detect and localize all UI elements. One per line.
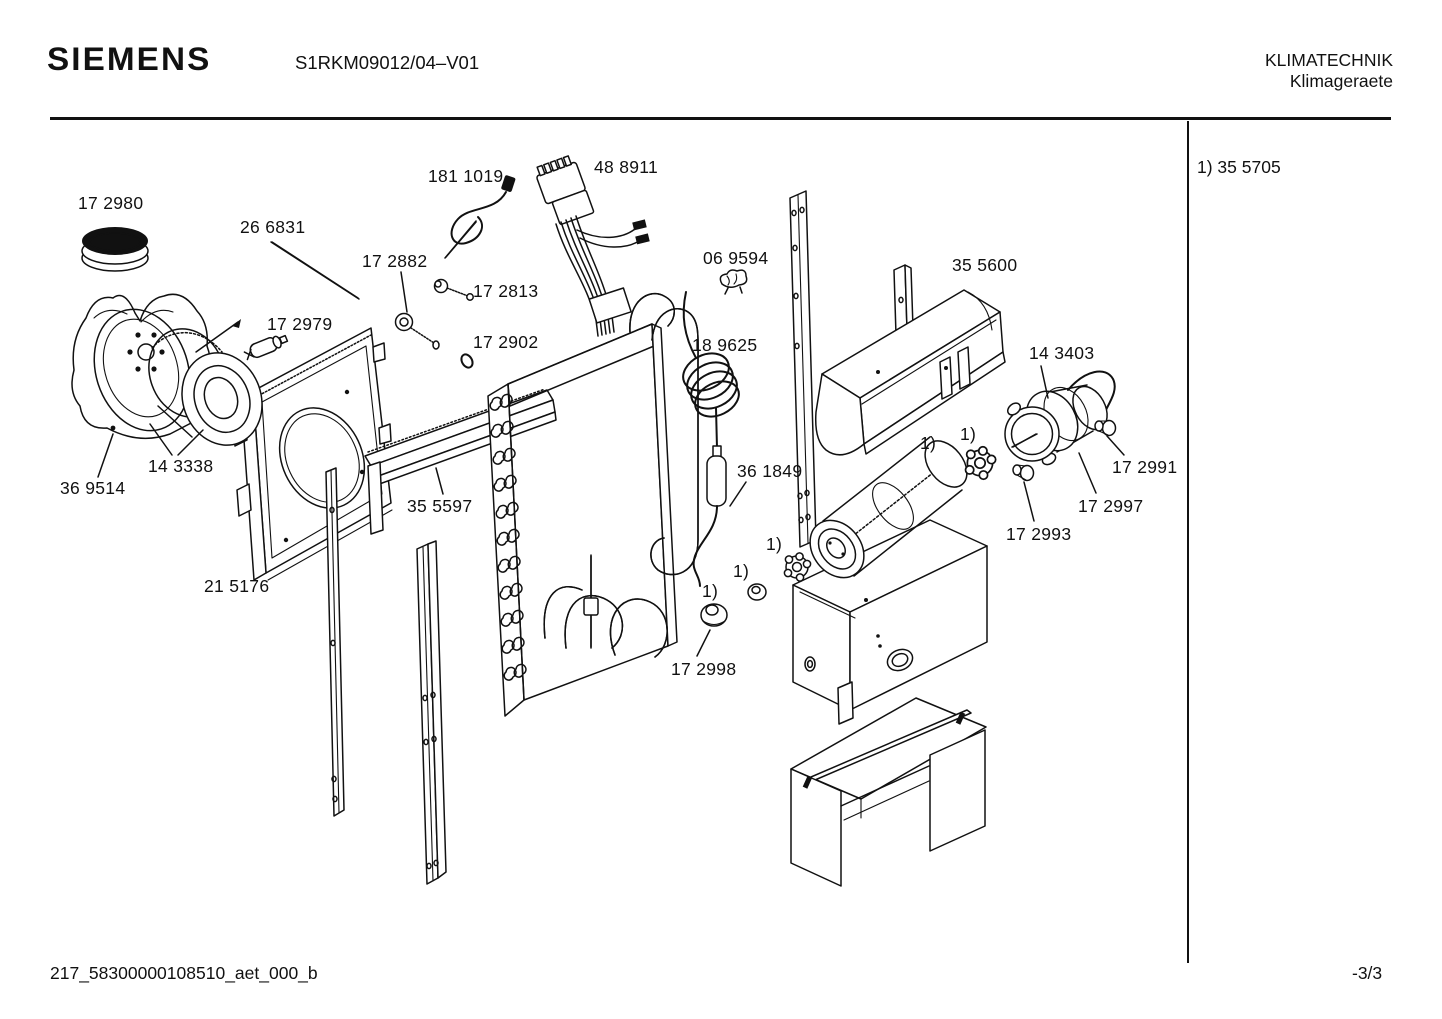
screw-plug-drawing: [394, 312, 440, 350]
document-id: 217_58300000108510_aet_000_b: [50, 963, 318, 983]
part-label-35-5597: 35 5597: [407, 496, 473, 516]
grommet-17-2993-drawing: [1012, 464, 1035, 482]
part-label-17-2998: 17 2998: [671, 659, 737, 679]
part-label-48-8911: 48 8911: [594, 157, 659, 177]
division-subname: Klimageraete: [1289, 71, 1393, 91]
page-number: -3/3: [1352, 963, 1383, 983]
cross-flow-fan-drawing: [809, 436, 968, 579]
part-label-17-2902: 17 2902: [473, 332, 539, 352]
siemens-logo: SIEMENS: [47, 41, 212, 77]
part-label-18-9625: 18 9625: [692, 335, 758, 355]
rod-drawing: [270, 241, 360, 300]
part-label-17-2979: 17 2979: [267, 314, 333, 334]
part-label-17-2997: 17 2997: [1078, 496, 1144, 516]
grommet-17-2991-drawing: [1094, 419, 1117, 437]
part-label-14-3403: 14 3403: [1029, 343, 1095, 363]
blower-housing-drawing: [71, 293, 241, 439]
o-ring-drawing: [460, 353, 474, 369]
division-name: KLIMATECHNIK: [1264, 50, 1393, 70]
part-label-17-2980: 17 2980: [78, 193, 144, 213]
blower-wheel-drawing: [148, 328, 263, 446]
part-label-26-6831: 26 6831: [240, 217, 306, 237]
header-rule: [50, 117, 1391, 120]
part-label-35-5600: 35 5600: [952, 255, 1018, 275]
leader-lines: [97, 271, 1125, 657]
exhaust-cap-drawing: [81, 227, 149, 272]
part-label-06-9594: 06 9594: [703, 248, 769, 268]
footnote-marker-1: 1): [920, 433, 937, 453]
angle-bracket-drawing: [893, 264, 914, 336]
part-label-17-2882: 17 2882: [362, 251, 428, 271]
part-label-36-1849: 36 1849: [737, 461, 803, 481]
division-block: KLIMATECHNIK Klimageraete: [1265, 50, 1393, 92]
footnote-marker-2: 1): [960, 424, 977, 444]
part-label-17-2991: 17 2991: [1112, 457, 1178, 477]
fan-motor-drawing: [1004, 370, 1116, 466]
footnote-reference: 1) 35 5705: [1197, 157, 1281, 177]
drain-pan-drawing: [814, 289, 1006, 456]
clip-drawing: [719, 269, 748, 295]
part-label-36-9514: 36 9514: [60, 478, 126, 498]
mounting-panel-drawing: [232, 327, 393, 581]
screw-drawing: [433, 278, 474, 301]
base-stand-drawing: [790, 697, 987, 887]
column-divider: [1187, 121, 1189, 963]
capacitor-drawing: [243, 334, 289, 361]
part-label-17-2993: 17 2993: [1006, 524, 1072, 544]
lower-housing-drawing: [792, 519, 988, 725]
vertical-rail-right-drawing: [789, 190, 817, 548]
shaft-parts-drawing: [700, 445, 997, 627]
footnote-marker-4: 1): [733, 561, 750, 581]
filter-drier-drawing: [692, 445, 727, 587]
temperature-sensor-drawing: [444, 175, 516, 259]
refrigerant-pipes-drawing: [543, 292, 699, 658]
footnote-marker-5: 1): [702, 581, 719, 601]
part-label-14-3338: 14 3338: [148, 456, 214, 476]
part-label-17-2813: 17 2813: [473, 281, 539, 301]
heat-exchanger-coil-drawing: [487, 323, 678, 717]
wiring-harness-drawing: [536, 155, 650, 337]
capillary-coil-drawing: [682, 291, 740, 449]
footnote-marker-3: 1): [766, 534, 783, 554]
model-number: S1RKM09012/04–V01: [295, 52, 480, 73]
vertical-rail-left-drawing: [325, 467, 345, 817]
vertical-rail-center-drawing: [416, 540, 447, 885]
part-label-181-1019: 181 1019: [428, 166, 504, 186]
part-label-21-5176: 21 5176: [204, 576, 270, 596]
